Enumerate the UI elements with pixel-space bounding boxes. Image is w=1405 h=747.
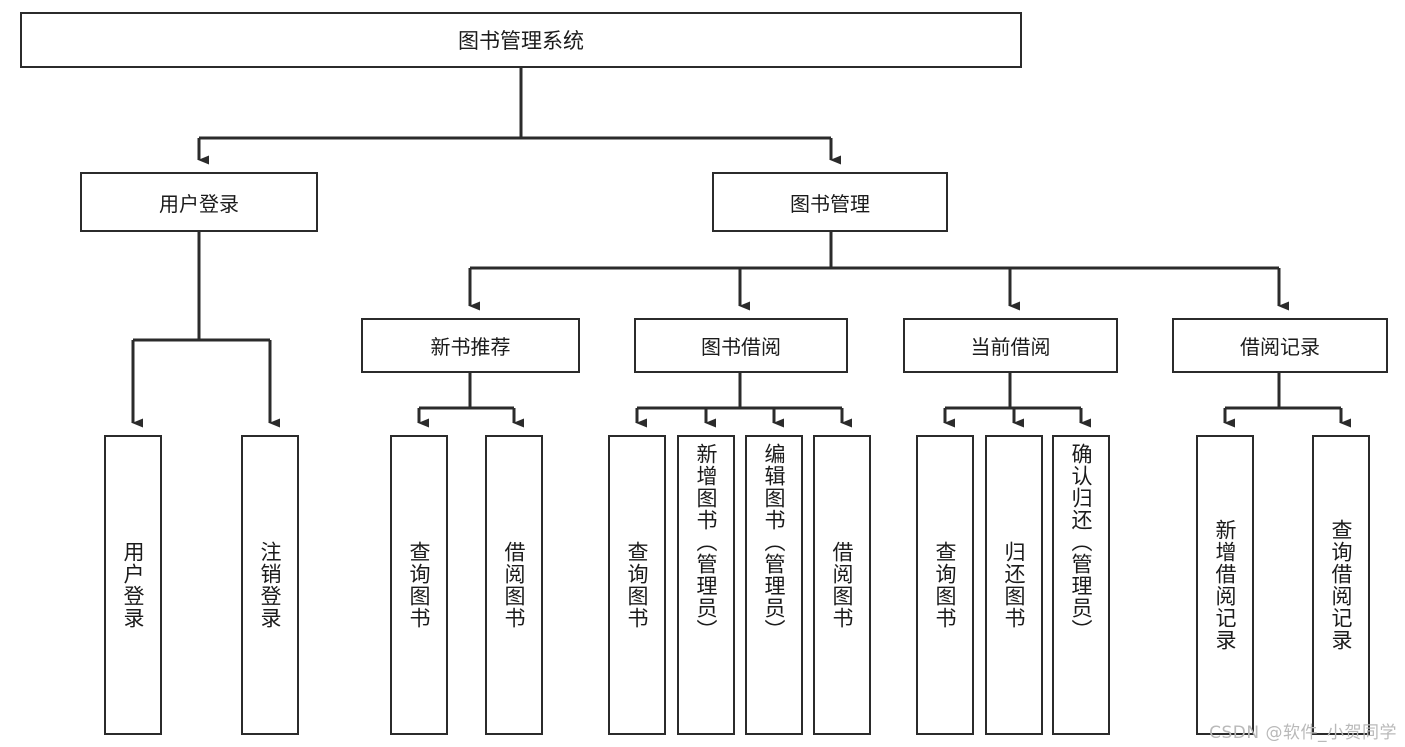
node-leaf-borrow-book-1[interactable]: 借阅图书 xyxy=(485,435,543,735)
node-borrow-record[interactable]: 借阅记录 xyxy=(1172,318,1388,373)
node-leaf-return-book[interactable]: 归还图书 xyxy=(985,435,1043,735)
node-leaf-edit-book[interactable]: 编辑图书（管理员） xyxy=(745,435,803,735)
node-leaf-add-record[interactable]: 新增借阅记录 xyxy=(1196,435,1254,735)
leaf-label: 新增借阅记录 xyxy=(1213,519,1238,651)
node-leaf-borrow-book-2[interactable]: 借阅图书 xyxy=(813,435,871,735)
leaf-label: 查询图书 xyxy=(933,541,958,629)
watermark-credit: CSDN @软件_小贺同学 xyxy=(1209,723,1397,743)
node-root-system[interactable]: 图书管理系统 xyxy=(20,12,1022,68)
leaf-label: 查询图书 xyxy=(407,541,432,629)
leaf-label: 查询借阅记录 xyxy=(1329,519,1354,651)
node-leaf-query-record[interactable]: 查询借阅记录 xyxy=(1312,435,1370,735)
node-leaf-query-book-2[interactable]: 查询图书 xyxy=(608,435,666,735)
node-leaf-add-book[interactable]: 新增图书（管理员） xyxy=(677,435,735,735)
node-leaf-query-book-3[interactable]: 查询图书 xyxy=(916,435,974,735)
node-leaf-user-logout[interactable]: 注销登录 xyxy=(241,435,299,735)
leaf-label: 借阅图书 xyxy=(502,541,527,629)
node-leaf-query-book-1[interactable]: 查询图书 xyxy=(390,435,448,735)
node-current-borrow[interactable]: 当前借阅 xyxy=(903,318,1118,373)
leaf-label: 归还图书 xyxy=(1002,541,1027,629)
node-book-manage[interactable]: 图书管理 xyxy=(712,172,948,232)
node-new-book-rec[interactable]: 新书推荐 xyxy=(361,318,580,373)
node-leaf-user-login[interactable]: 用户登录 xyxy=(104,435,162,735)
leaf-label: 编辑图书（管理员） xyxy=(762,443,787,641)
leaf-label: 新增图书（管理员） xyxy=(694,443,719,641)
leaf-label: 借阅图书 xyxy=(830,541,855,629)
leaf-label: 注销登录 xyxy=(258,541,283,629)
leaf-label: 用户登录 xyxy=(121,541,146,629)
node-user-login[interactable]: 用户登录 xyxy=(80,172,318,232)
leaf-label: 查询图书 xyxy=(625,541,650,629)
node-book-borrow[interactable]: 图书借阅 xyxy=(634,318,848,373)
leaf-label: 确认归还（管理员） xyxy=(1069,443,1094,641)
node-leaf-confirm-return[interactable]: 确认归还（管理员） xyxy=(1052,435,1110,735)
